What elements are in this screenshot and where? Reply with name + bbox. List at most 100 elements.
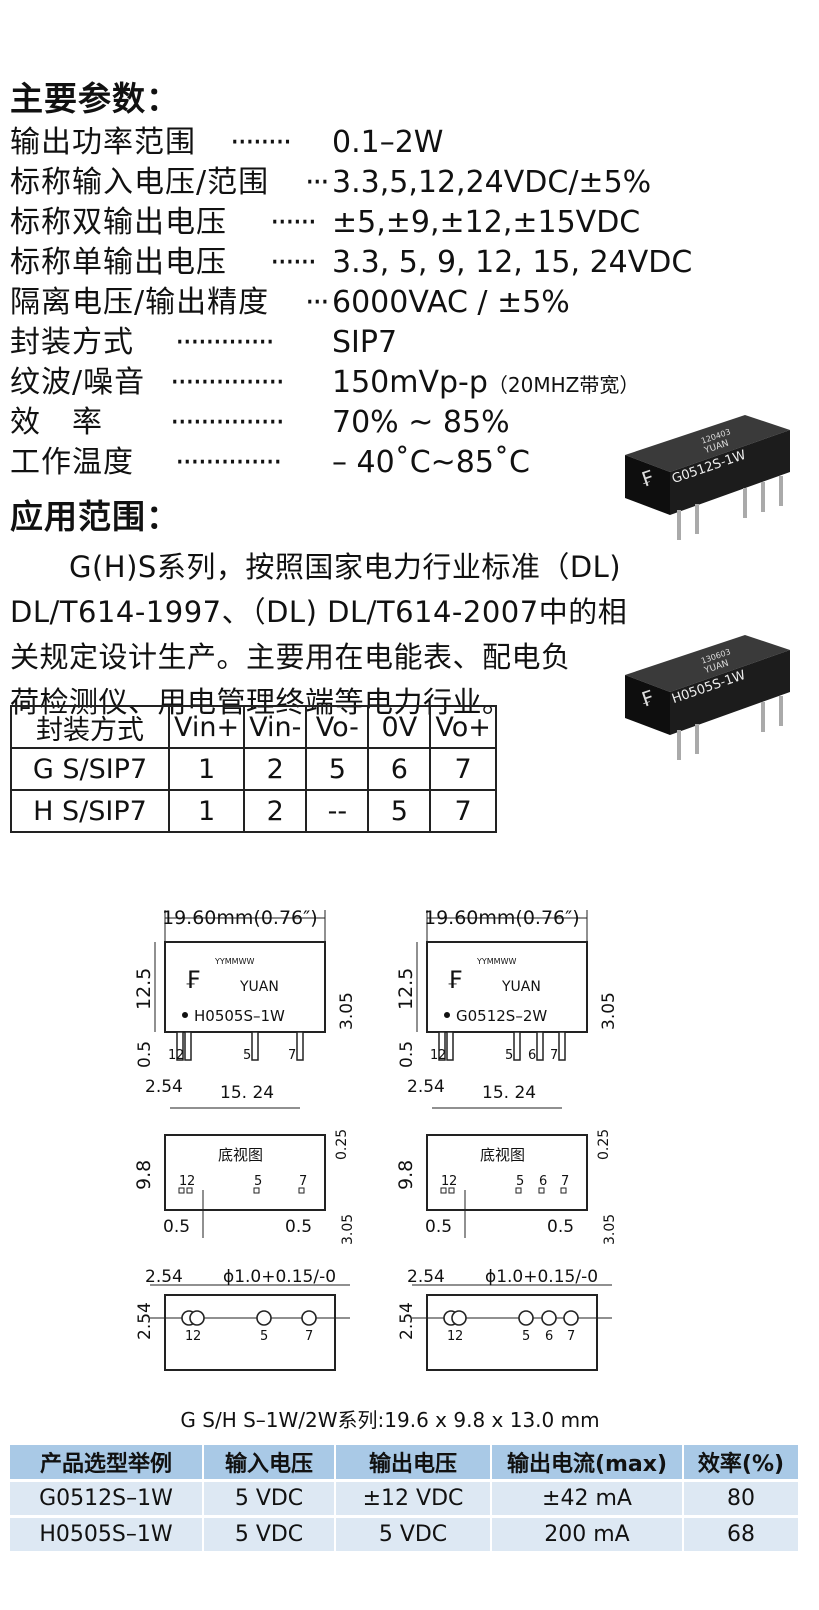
bottom-pin-number: 7 [561, 1174, 569, 1189]
param-value-text: 3.3,5,12,24VDC/±5% [332, 165, 652, 200]
bottom-pin-number: 7 [299, 1174, 307, 1189]
bottom-pin-number: 5 [254, 1174, 262, 1189]
param-leader-dots: ········ [230, 125, 292, 160]
right-gap-label: 0.5 [547, 1217, 574, 1237]
pin-cell: H S/SIP7 [10, 789, 170, 833]
series-caption: G S/H S–1W/2W系列:19.6 x 9.8 x 13.0 mm [180, 1408, 600, 1432]
height-label: 12.5 [395, 968, 417, 1010]
date-code-text: YYMMWW [214, 957, 254, 966]
spec-table-header: 产品选型举例 输入电压 输出电压 输出电流(max) 效率(%) [10, 1445, 800, 1479]
param-leader-dots: ··············· [170, 405, 285, 440]
footprint-pin-number: 7 [305, 1329, 313, 1344]
front-view-body [164, 941, 326, 1033]
spec-table: 产品选型举例 输入电压 输出电压 输出电流(max) 效率(%) G0512S–… [10, 1442, 800, 1554]
pin-cell: 2 [243, 747, 308, 791]
pin-header-vo-minus: Vo- [305, 705, 370, 749]
footprint-hole-icon [301, 1310, 317, 1326]
pin-cell: 7 [429, 747, 497, 791]
footprint-height-label: 2.54 [135, 1302, 155, 1340]
pin-header-0v: 0V [367, 705, 432, 749]
pin-lead [513, 1031, 521, 1061]
param-leader-dots: ······ [270, 245, 317, 280]
pin-number: 1 [430, 1048, 438, 1063]
param-leader-dots: ·············· [175, 445, 283, 480]
spec-cell: H0505S–1W [10, 1518, 204, 1551]
param-value: ±5,±9,±12,±15VDC [332, 203, 640, 243]
bottom-view-title: 底视图 [480, 1146, 525, 1164]
table-row: G S/SIP7 1 2 5 6 7 [10, 747, 497, 791]
pin-number: 2 [176, 1048, 184, 1063]
pin-lead [296, 1031, 304, 1061]
pin-height-label: 3.05 [337, 992, 357, 1030]
spec-cell: 200 mA [492, 1518, 684, 1551]
param-value-text: 70% ~ 85% [332, 405, 510, 440]
application-line: 关规定设计生产。主要用在电能表、配电负 [10, 640, 571, 674]
param-value-text: 6000VAC / ±5% [332, 285, 570, 320]
pin-cell: 5 [367, 789, 432, 833]
spec-cell: 5 VDC [204, 1518, 336, 1551]
front-view-body [426, 941, 588, 1033]
application-line: DL/T614-1997、（DL) DL/T614-2007中的相 [10, 595, 628, 629]
pin-number: 5 [505, 1048, 513, 1063]
left-gap-label: 0.5 [425, 1217, 452, 1237]
span-label: 15. 24 [220, 1083, 274, 1103]
bottom-lead-label: 3.05 [340, 1214, 356, 1245]
pin-cell: -- [305, 789, 370, 833]
footprint-hole-icon [256, 1310, 272, 1326]
param-value: – 40˚C~85˚C [332, 443, 530, 483]
hole-size-label: ϕ1.0+0.15/-0 [223, 1267, 336, 1287]
param-label: 输出功率范围 [10, 125, 196, 160]
application-title: 应用范围： [10, 497, 180, 536]
pin-number: 7 [288, 1048, 296, 1063]
pitch-label: 2.54 [145, 1077, 183, 1097]
spec-cell: 5 VDC [336, 1518, 492, 1551]
bottom-lead-label: 3.05 [602, 1214, 618, 1245]
drawing-left: 19.60mm(0.76″)12.5YYMMWWYUANH0505S–1W₣3.… [133, 907, 357, 1371]
pin-lead [438, 1031, 446, 1061]
lead-label: 0.5 [397, 1041, 417, 1068]
footprint-pin-number: 1 [185, 1329, 193, 1344]
footprint-height-label: 2.54 [397, 1302, 417, 1340]
bottom-view-body [426, 1134, 588, 1211]
table-row: H S/SIP7 1 2 -- 5 7 [10, 789, 497, 833]
param-leader-dots: ··· [305, 285, 330, 320]
bottom-pin-pad [186, 1187, 193, 1194]
pin-table: 封装方式 Vin+ Vin- Vo- 0V Vo+ G S/SIP7 1 2 5… [10, 705, 497, 833]
span-label: 15. 24 [482, 1083, 536, 1103]
param-label: 标称单输出电压 [10, 245, 227, 280]
footprint-hole-icon [541, 1310, 557, 1326]
spec-header: 输出电流(max) [492, 1445, 684, 1479]
param-value: 3.3,5,12,24VDC/±5% [332, 163, 651, 203]
application-line: G(H)S系列，按照国家电力行业标准（DL) [10, 550, 622, 584]
bottom-pin-number: 1 [441, 1174, 449, 1189]
param-value-text: 3.3, 5, 9, 12, 15, 24VDC [332, 245, 693, 280]
spec-header: 效率(%) [684, 1445, 800, 1479]
pin-cell: 6 [367, 747, 432, 791]
bottom-offset-label: 0.25 [334, 1129, 350, 1160]
pin-header-vo-plus: Vo+ [429, 705, 497, 749]
spec-cell: ±42 mA [492, 1482, 684, 1515]
width-label: 19.60mm(0.76″) [162, 907, 318, 929]
pin-number: 7 [550, 1048, 558, 1063]
right-gap-label: 0.5 [285, 1217, 312, 1237]
bottom-pin-pad [538, 1187, 545, 1194]
spec-cell: 80 [684, 1482, 800, 1515]
param-label: 标称输入电压/范围 [10, 165, 270, 200]
pin-cell: G S/SIP7 [10, 747, 170, 791]
pin-cell: 1 [167, 747, 246, 791]
bottom-view-body [164, 1134, 326, 1211]
table-row: H0505S–1W 5 VDC 5 VDC 200 mA 68 [10, 1518, 800, 1551]
brand-text: YUAN [239, 979, 279, 995]
footprint-pin-number: 2 [193, 1329, 201, 1344]
param-value-text: 150mVp-p [332, 365, 488, 400]
spec-cell: 5 VDC [204, 1482, 336, 1515]
footprint-pin-number: 2 [455, 1329, 463, 1344]
logo-icon: ₣ [185, 966, 200, 994]
pin-cell: 7 [429, 789, 497, 833]
param-value-note: （20MHZ带宽） [487, 373, 640, 397]
footprint-pin-number: 1 [447, 1329, 455, 1344]
param-value: 0.1–2W [332, 123, 443, 163]
footprint-pitch-label: 2.54 [145, 1267, 183, 1287]
footprint-pin-number: 7 [567, 1329, 575, 1344]
bottom-pin-pad [298, 1187, 305, 1194]
